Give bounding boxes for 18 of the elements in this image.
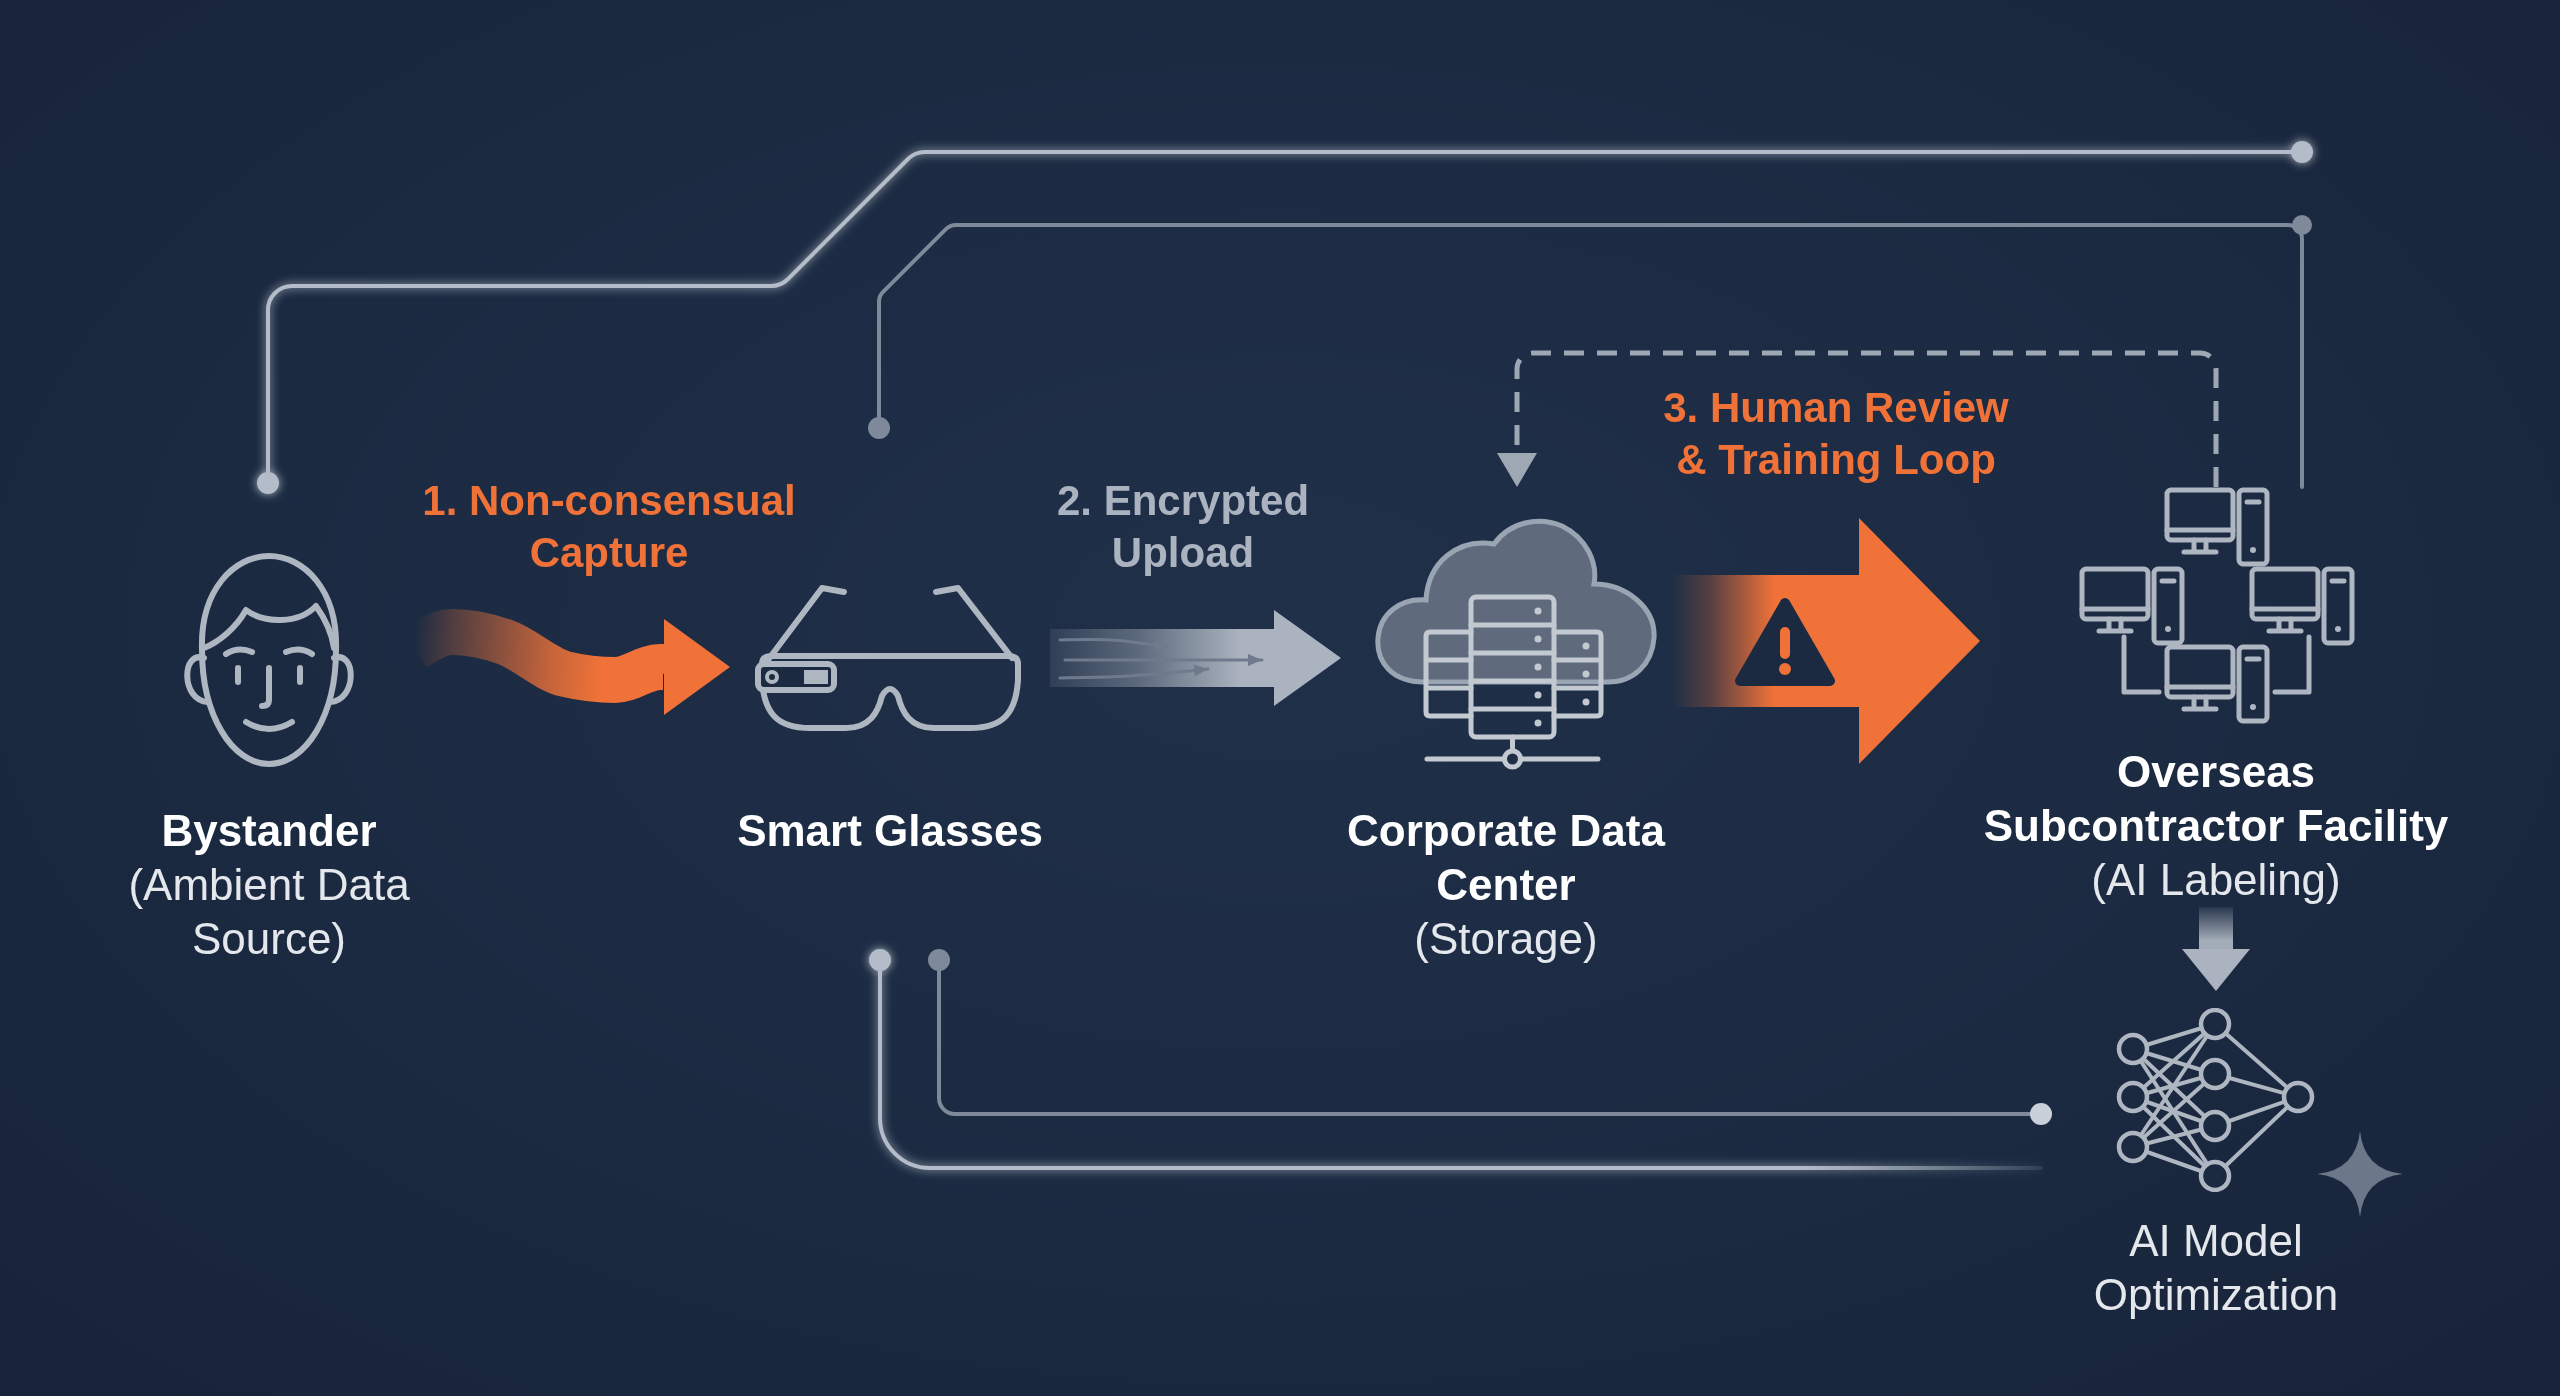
circuit-line: [257, 141, 2313, 494]
node-title: Overseas Subcontractor Facility: [1982, 746, 2450, 852]
dashed-arrow: [1497, 350, 2219, 487]
block-arrow: [2182, 907, 2250, 991]
node-title: AI Model Optimization: [2092, 1215, 2340, 1321]
node-title: Bystander: [161, 805, 377, 857]
circuit-line: [928, 949, 2052, 1125]
block-arrow: [1050, 610, 1341, 706]
node-title: Smart Glasses: [737, 805, 1043, 857]
edge-label: 2. Encrypted Upload: [1055, 476, 1311, 578]
node-subtitle: (Ambient Data Source): [127, 859, 411, 965]
circuit-line: [868, 223, 2304, 489]
node-subtitle: (Storage): [1414, 913, 1598, 965]
node-subtitle: (AI Labeling): [2091, 854, 2341, 906]
edge-label: 3. Human Review & Training Loop: [1662, 383, 2010, 485]
edge-label: 1. Non-consensual Capture: [421, 476, 797, 578]
circuit-line: [869, 949, 2043, 1170]
node-title: Corporate Data Center: [1346, 805, 1667, 911]
